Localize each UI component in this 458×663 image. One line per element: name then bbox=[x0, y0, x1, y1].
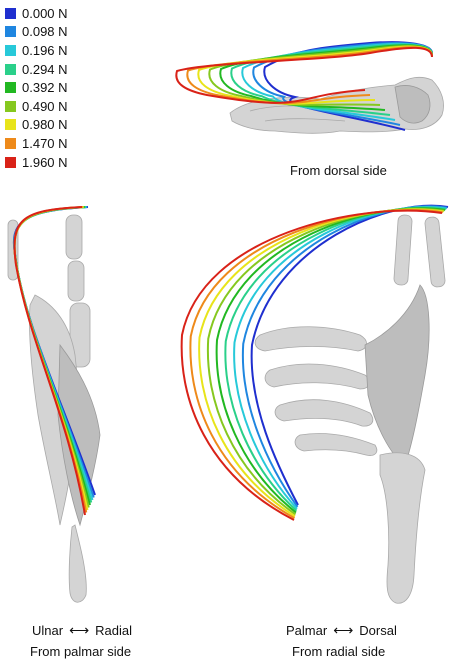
hand-bones-radial bbox=[255, 215, 445, 604]
legend-swatch bbox=[5, 45, 16, 56]
legend-swatch bbox=[5, 138, 16, 149]
dorsal-view-diagram bbox=[170, 35, 455, 155]
legend-swatch bbox=[5, 119, 16, 130]
double-arrow-icon: ⟷ bbox=[69, 622, 89, 639]
legend-label: 1.960 N bbox=[22, 155, 68, 170]
legend-item: 0.294 N bbox=[5, 60, 68, 79]
double-arrow-icon: ⟷ bbox=[333, 622, 353, 639]
legend-item: 0.098 N bbox=[5, 23, 68, 42]
dorsal-label: Dorsal bbox=[359, 623, 397, 638]
radial-view-direction: Palmar ⟷ Dorsal bbox=[286, 622, 397, 639]
hand-bones-palmar bbox=[8, 215, 100, 602]
legend-item: 0.392 N bbox=[5, 78, 68, 97]
legend-label: 0.098 N bbox=[22, 24, 68, 39]
legend-swatch bbox=[5, 82, 16, 93]
legend-swatch bbox=[5, 64, 16, 75]
caption-dorsal: From dorsal side bbox=[290, 163, 387, 178]
palmar-view-diagram bbox=[0, 195, 130, 615]
legend-label: 1.470 N bbox=[22, 136, 68, 151]
legend-item: 0.980 N bbox=[5, 116, 68, 135]
legend-label: 0.980 N bbox=[22, 117, 68, 132]
legend-item: 0.490 N bbox=[5, 97, 68, 116]
palmar-label: Palmar bbox=[286, 623, 327, 638]
force-legend: 0.000 N 0.098 N 0.196 N 0.294 N 0.392 N 0.490… bbox=[5, 4, 68, 171]
radial-view-diagram bbox=[170, 195, 455, 615]
palmar-view-direction: Ulnar ⟷ Radial bbox=[32, 622, 132, 639]
radial-label: Radial bbox=[95, 623, 132, 638]
legend-swatch bbox=[5, 157, 16, 168]
legend-item: 0.000 N bbox=[5, 4, 68, 23]
legend-swatch bbox=[5, 26, 16, 37]
legend-item: 0.196 N bbox=[5, 41, 68, 60]
legend-label: 0.392 N bbox=[22, 80, 68, 95]
caption-radial: From radial side bbox=[292, 644, 385, 659]
legend-label: 0.000 N bbox=[22, 6, 68, 21]
caption-palmar: From palmar side bbox=[30, 644, 131, 659]
legend-item: 1.470 N bbox=[5, 134, 68, 153]
legend-label: 0.196 N bbox=[22, 43, 68, 58]
legend-swatch bbox=[5, 8, 16, 19]
ulnar-label: Ulnar bbox=[32, 623, 63, 638]
legend-item: 1.960 N bbox=[5, 153, 68, 172]
legend-label: 0.490 N bbox=[22, 99, 68, 114]
legend-swatch bbox=[5, 101, 16, 112]
legend-label: 0.294 N bbox=[22, 62, 68, 77]
